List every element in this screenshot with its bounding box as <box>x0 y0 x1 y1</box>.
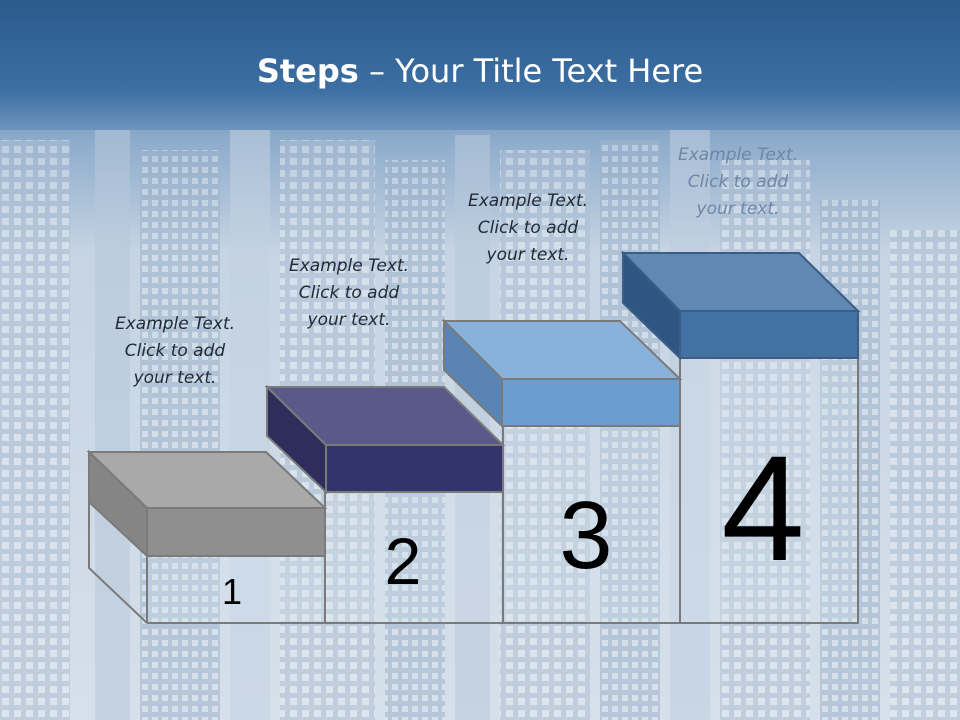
note-line: Click to add <box>124 341 226 361</box>
step-number-3: 3 <box>559 482 612 589</box>
note-line: Example Text. <box>467 191 589 211</box>
note-line: your text. <box>696 199 780 219</box>
note-line: Example Text. <box>114 314 236 334</box>
step-text-1[interactable]: Example Text. Click to add your text. <box>75 311 275 392</box>
step-block-3[interactable] <box>441 318 683 429</box>
note-line: Example Text. <box>288 256 410 276</box>
note-line: your text. <box>486 245 570 265</box>
step-number-4: 4 <box>721 424 804 592</box>
step-text-3[interactable]: Example Text. Click to add your text. <box>428 188 628 269</box>
note-line: your text. <box>307 310 391 330</box>
note-line: Click to add <box>687 172 789 192</box>
page-title[interactable]: Steps – Your Title Text Here <box>0 52 960 90</box>
step-text-4[interactable]: Example Text. Click to add your text. <box>638 142 838 223</box>
note-line: Example Text. <box>677 145 799 165</box>
title-rest: – Your Title Text Here <box>358 52 704 90</box>
step-block-2[interactable] <box>264 384 506 495</box>
note-line: your text. <box>133 368 217 388</box>
note-line: Click to add <box>298 283 400 303</box>
note-line: Click to add <box>477 218 579 238</box>
title-bar <box>0 0 960 130</box>
title-bold: Steps <box>256 52 359 90</box>
step-text-2[interactable]: Example Text. Click to add your text. <box>249 253 449 334</box>
step-number-2: 2 <box>385 524 422 598</box>
step-block-1[interactable] <box>86 449 328 559</box>
step-number-1: 1 <box>222 571 242 612</box>
step-block-4[interactable] <box>620 250 861 361</box>
